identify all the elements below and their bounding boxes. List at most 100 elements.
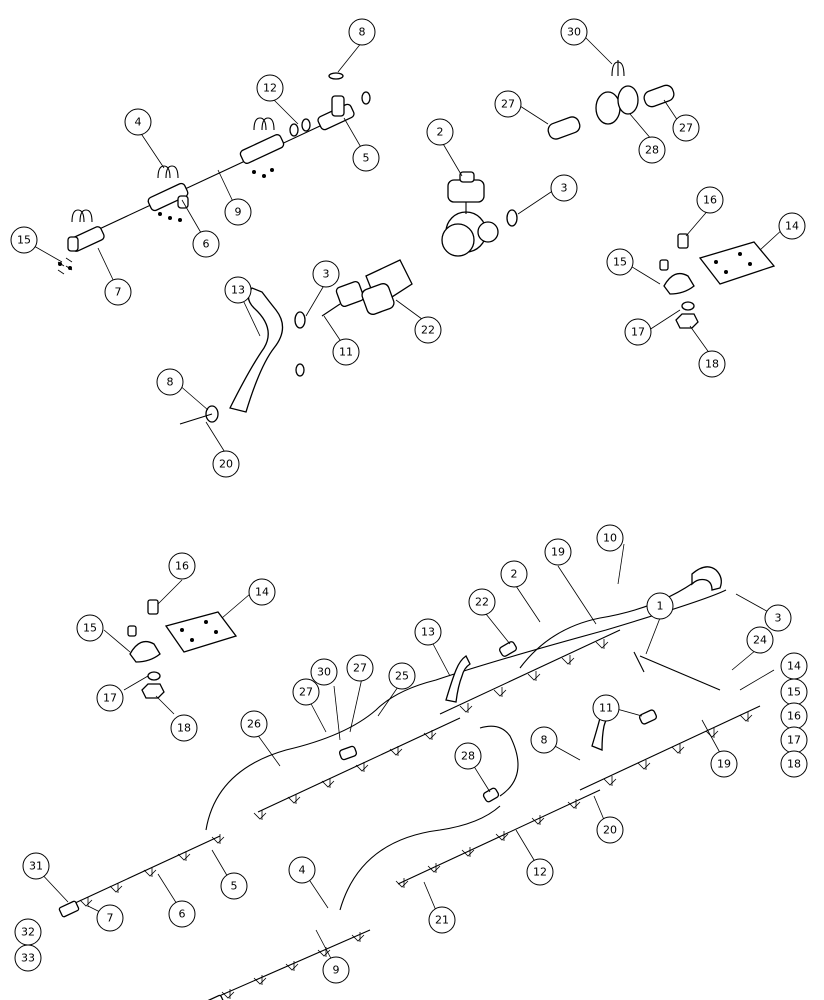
- callout-19: 19: [544, 538, 572, 566]
- callout-13b: 13: [414, 618, 442, 646]
- svg-text:5: 5: [231, 880, 238, 893]
- assembly-group: [37, 543, 775, 1000]
- svg-text:8: 8: [359, 26, 366, 39]
- callout-25: 25: [388, 662, 416, 690]
- svg-text:16: 16: [703, 194, 717, 207]
- tee-fitting-7: [57, 209, 105, 275]
- svg-text:9: 9: [235, 206, 242, 219]
- svg-text:3: 3: [323, 268, 330, 281]
- callout-27c: 27: [346, 654, 374, 682]
- callout-22: 22: [414, 316, 442, 344]
- callout-27: 27: [494, 90, 522, 118]
- callout-30b: 30: [310, 658, 338, 686]
- svg-text:1: 1: [657, 600, 664, 613]
- bracket-hardware-bottom: [127, 599, 238, 699]
- callout-2: 2: [426, 118, 454, 146]
- svg-text:13: 13: [231, 284, 245, 297]
- svg-text:6: 6: [179, 908, 186, 921]
- callout-16: 16: [696, 186, 724, 214]
- svg-text:27: 27: [299, 686, 313, 699]
- callout-11b: 11: [592, 694, 620, 722]
- svg-text:14: 14: [787, 660, 801, 673]
- nozzle-bodies: [79, 639, 753, 999]
- callout-32: 32: [14, 918, 42, 946]
- callout-14b: 14: [248, 578, 276, 606]
- callout-28b: 28: [454, 742, 482, 770]
- callout-18c: 18: [780, 750, 808, 778]
- svg-text:12: 12: [533, 866, 547, 879]
- tee-fitting-12: [239, 117, 311, 178]
- callout-17b: 17: [96, 684, 124, 712]
- elbow-tee-5: [317, 72, 371, 131]
- svg-text:15: 15: [613, 256, 627, 269]
- svg-text:30: 30: [317, 666, 331, 679]
- callout-14: 14: [778, 212, 806, 240]
- svg-text:20: 20: [603, 824, 617, 837]
- svg-text:2: 2: [511, 568, 518, 581]
- callout-6b: 6: [168, 900, 196, 928]
- svg-text:27: 27: [501, 98, 515, 111]
- callout-17c: 17: [780, 726, 808, 754]
- svg-text:17: 17: [103, 692, 117, 705]
- callout-20b: 20: [596, 816, 624, 844]
- callout-8: 8: [348, 18, 376, 46]
- svg-text:10: 10: [603, 532, 617, 545]
- svg-text:13: 13: [421, 626, 435, 639]
- svg-text:18: 18: [177, 722, 191, 735]
- svg-text:15: 15: [83, 622, 97, 635]
- callout-3c: 3: [764, 604, 792, 632]
- callouts-bottom: 16 14 15 17 18 10 19 2 22 13 1 3 24 14 1…: [14, 524, 808, 984]
- svg-text:17: 17: [631, 326, 645, 339]
- bracket-hardware-top: [659, 233, 776, 329]
- callout-3b: 3: [312, 260, 340, 288]
- callout-9b: 9: [322, 956, 350, 984]
- svg-text:27: 27: [353, 662, 367, 675]
- callouts-top: 8 12 4 5 9 6 7 15 2 3 13 3 11 22 8 20 30…: [10, 18, 806, 478]
- svg-text:2: 2: [437, 126, 444, 139]
- svg-text:25: 25: [395, 670, 409, 683]
- callout-3: 3: [550, 174, 578, 202]
- svg-text:18: 18: [787, 758, 801, 771]
- svg-text:11: 11: [339, 346, 353, 359]
- svg-text:8: 8: [167, 376, 174, 389]
- hose-13: [179, 287, 306, 425]
- strainer-22: [321, 259, 413, 317]
- callout-21: 21: [428, 906, 456, 934]
- callout-5b: 5: [220, 872, 248, 900]
- boom-sections: [58, 566, 761, 1000]
- callout-9: 9: [224, 198, 252, 226]
- svg-text:16: 16: [175, 560, 189, 573]
- callout-33: 33: [14, 944, 42, 972]
- svg-text:19: 19: [551, 546, 565, 559]
- callout-19b: 19: [710, 750, 738, 778]
- svg-text:9: 9: [333, 964, 340, 977]
- svg-text:22: 22: [421, 324, 435, 337]
- svg-text:31: 31: [29, 860, 43, 873]
- svg-text:5: 5: [363, 152, 370, 165]
- callout-12b: 12: [526, 858, 554, 886]
- callout-16c: 16: [780, 702, 808, 730]
- callout-15b: 15: [606, 248, 634, 276]
- callout-15d: 15: [780, 678, 808, 706]
- callout-12: 12: [256, 74, 284, 102]
- fittings-27-28-30: [547, 60, 675, 140]
- svg-text:14: 14: [785, 220, 799, 233]
- callout-11: 11: [332, 338, 360, 366]
- callout-8b: 8: [156, 368, 184, 396]
- svg-text:32: 32: [21, 926, 35, 939]
- callout-8c: 8: [530, 726, 558, 754]
- svg-text:6: 6: [203, 238, 210, 251]
- callout-28: 28: [638, 136, 666, 164]
- exploded-parts-group: [33, 35, 785, 455]
- svg-text:15: 15: [787, 686, 801, 699]
- svg-text:24: 24: [753, 634, 767, 647]
- callout-1: 1: [646, 592, 674, 620]
- svg-text:33: 33: [21, 952, 35, 965]
- tee-fitting-6: [147, 165, 189, 222]
- svg-text:3: 3: [561, 182, 568, 195]
- svg-text:28: 28: [461, 750, 475, 763]
- svg-text:7: 7: [115, 286, 122, 299]
- callout-22b: 22: [468, 588, 496, 616]
- callout-15: 15: [10, 226, 38, 254]
